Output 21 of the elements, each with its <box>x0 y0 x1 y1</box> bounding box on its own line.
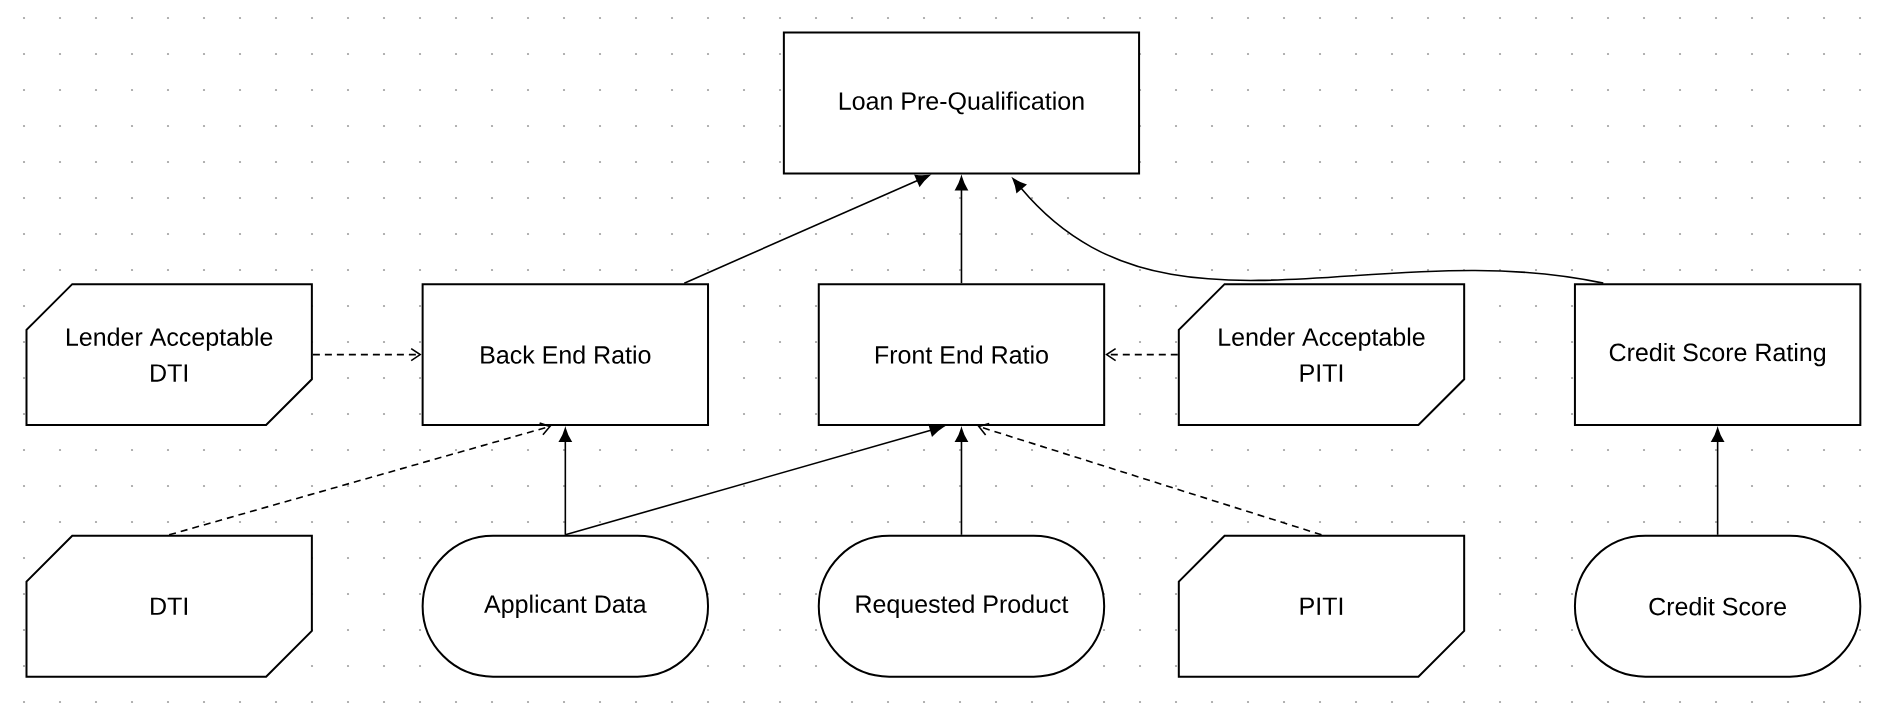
knowledge-source-box: PITI <box>1177 534 1466 678</box>
arrow <box>1105 347 1179 362</box>
arrow <box>564 424 944 536</box>
decision-box: Loan Pre-Qualification <box>782 31 1141 175</box>
arrow <box>977 422 1323 536</box>
knowledge-source-box: Lender Acceptable PITI <box>1177 283 1466 427</box>
node-label: Credit Score <box>1649 597 1786 616</box>
decision-box: Front End Ratio <box>817 283 1106 427</box>
knowledge-source-box: DTI <box>25 534 313 678</box>
knowledge-source-box: Lender Acceptable DTI <box>25 283 313 427</box>
arrow <box>683 174 930 284</box>
arrow <box>312 347 422 362</box>
arrow <box>559 428 572 536</box>
arrow <box>1711 428 1724 536</box>
decision-box: Back End Ratio <box>421 283 710 427</box>
arrow <box>955 176 968 284</box>
arrow <box>955 428 968 536</box>
arrow <box>168 422 552 536</box>
input-data-box: Credit Score <box>1573 534 1862 678</box>
arrow <box>1012 178 1605 284</box>
decision-box: Credit Score Rating <box>1573 283 1862 427</box>
